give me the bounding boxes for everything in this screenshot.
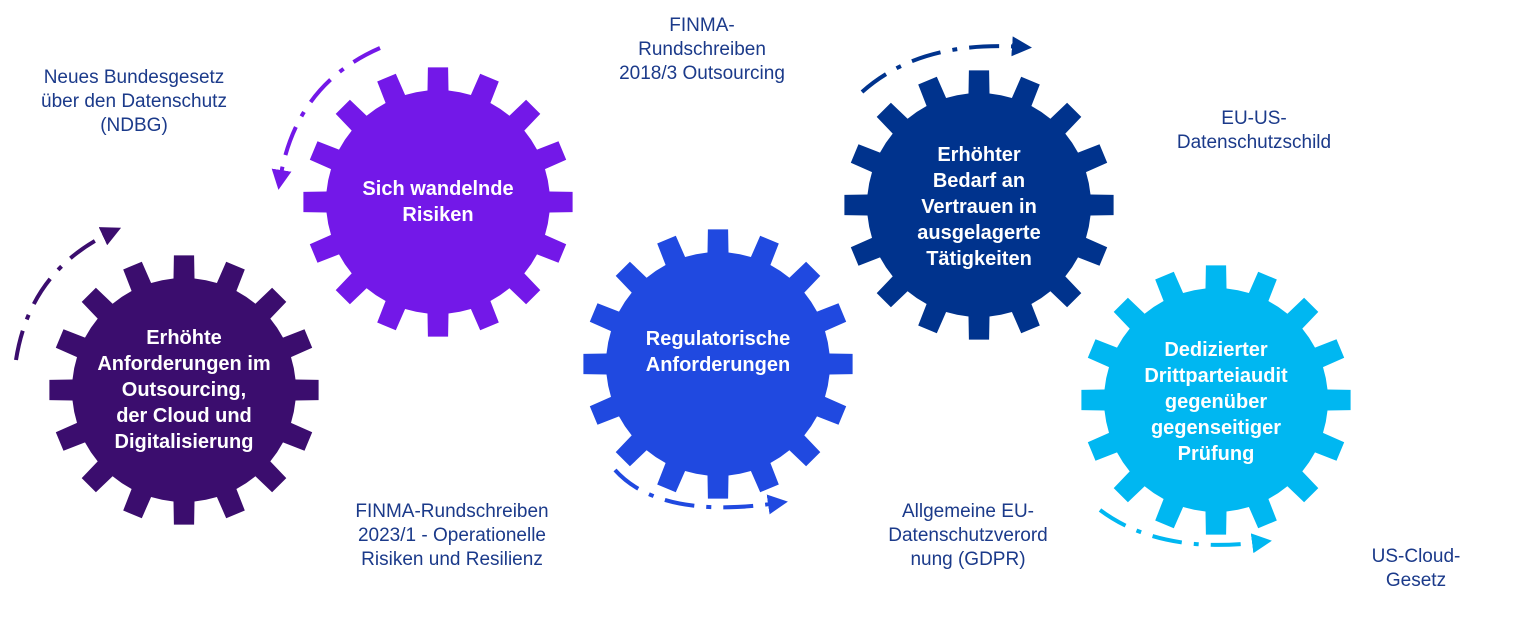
rotation-arrow-icon: [14, 227, 122, 361]
rotation-arrow-icon: [271, 46, 381, 190]
rotation-arrow-icon: [860, 36, 1032, 94]
gear-outsourcing: [49, 255, 319, 525]
note-us-cloud-act: US-Cloud-Gesetz: [1371, 546, 1461, 591]
note-finma-2023: FINMA-Rundschreiben 2023/1 - Operationel…: [355, 501, 549, 570]
gear-label-trust: Erhöhter Bedarf an Vertrauen in ausgelag…: [917, 144, 1041, 270]
gear-trust: [844, 70, 1114, 340]
rotation-arrow-icon: [1098, 508, 1272, 554]
note-gdpr: Allgemeine EU- Datenschutzverord nung (G…: [888, 501, 1048, 570]
gear-label-outsourcing: Erhöhte Anforderungen im Outsourcing, de…: [97, 327, 271, 453]
rotation-arrow-icon: [613, 468, 788, 515]
gear-label-audit: Dedizierter Drittparteiaudit gegenüber g…: [1144, 339, 1288, 465]
gear-regulatory: [583, 229, 853, 499]
gear-risks: [303, 67, 573, 337]
gear-audit: [1081, 265, 1351, 535]
note-eu-us-shield: EU-US- Datenschutzschild: [1176, 108, 1332, 153]
gear-label-risks: Sich wandelnde Risiken: [362, 178, 514, 226]
note-ndbg: Neues Bundesgesetz über den Datenschutz …: [41, 67, 227, 136]
note-finma-2018: FINMA- Rundschreiben 2018/3 Outsourcing: [619, 15, 785, 84]
gear-label-regulatory: Regulatorische Anforderungen: [645, 328, 791, 376]
